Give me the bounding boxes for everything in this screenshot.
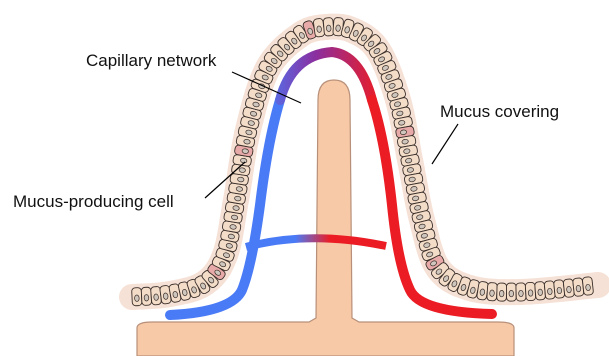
capillary-network-label: Capillary network	[86, 52, 216, 69]
mucus-covering-leader-line	[432, 124, 458, 164]
mucus-covering-label: Mucus covering	[440, 103, 559, 120]
epithelial-cell-icon	[487, 282, 498, 301]
mucus-producing-cell-label: Mucus-producing cell	[13, 193, 174, 210]
lower-cross-vessel	[246, 238, 386, 247]
epithelial-cell-icon	[582, 277, 593, 296]
epithelial-cell-icon	[141, 287, 151, 305]
epithelial-cell-icon	[506, 283, 516, 301]
epithelial-cell-icon	[516, 283, 526, 301]
epithelial-cell-icon	[497, 283, 507, 301]
epithelial-cell-icon	[132, 287, 142, 305]
epithelial-cell-icon	[323, 17, 334, 36]
epithelial-cell-icon	[525, 282, 536, 301]
